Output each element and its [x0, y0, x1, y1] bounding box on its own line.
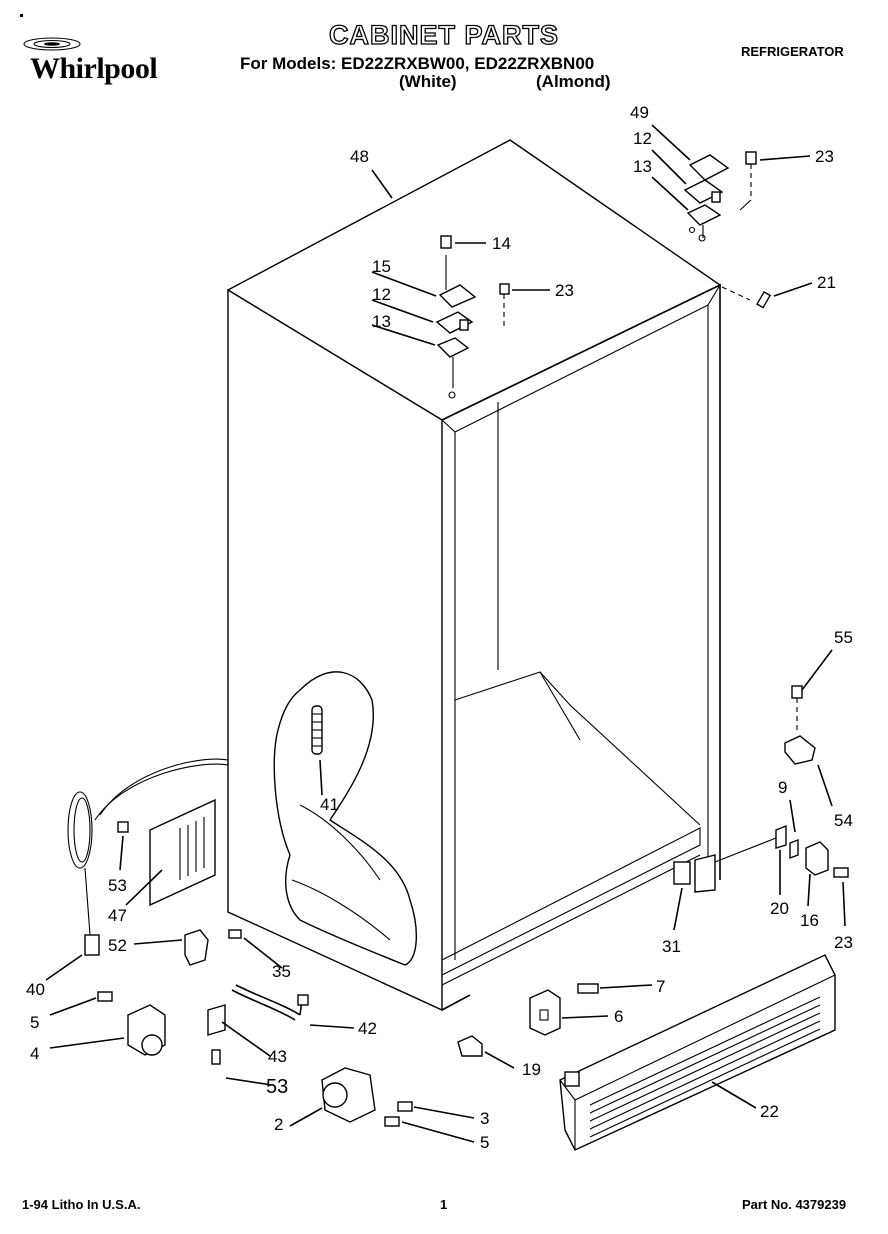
part-31-clip [673, 861, 691, 885]
callout-5-left: 5 [30, 1013, 39, 1032]
category-label: REFRIGERATOR [741, 44, 844, 59]
callout-labels: 48 49 12 13 23 14 15 12 13 23 21 55 9 54… [26, 103, 853, 1152]
callout-15: 15 [372, 257, 391, 276]
logo-swoosh [23, 37, 81, 51]
callout-6: 6 [614, 1007, 623, 1026]
part-41-spring [311, 705, 323, 755]
callout-48: 48 [350, 147, 369, 166]
callout-4: 4 [30, 1044, 39, 1063]
callout-20: 20 [770, 899, 789, 918]
part-4-roller [97, 991, 166, 1056]
footer-page-number: 1 [440, 1197, 448, 1212]
part-47-electrical-box [67, 758, 229, 956]
part-42-drain-tube [207, 984, 309, 1065]
variant-almond: (Almond) [536, 72, 611, 91]
right-lower-parts [714, 685, 849, 878]
callout-43: 43 [268, 1047, 287, 1066]
callout-13-center: 13 [372, 312, 391, 331]
callout-5-lower: 5 [480, 1133, 489, 1152]
callout-35: 35 [272, 962, 291, 981]
callout-7: 7 [656, 977, 665, 996]
leader-lines [45, 124, 846, 1143]
callout-23-top: 23 [815, 147, 834, 166]
callout-2: 2 [274, 1115, 283, 1134]
callout-12-top: 12 [633, 129, 652, 148]
variant-white: (White) [399, 72, 457, 91]
callout-22: 22 [760, 1102, 779, 1121]
callout-21: 21 [817, 273, 836, 292]
callout-53-lower: 53 [266, 1076, 288, 1098]
callout-47: 47 [108, 906, 127, 925]
callout-40: 40 [26, 980, 45, 999]
callout-9: 9 [778, 778, 787, 797]
brand-logo: Whirlpool [30, 52, 158, 85]
callout-49: 49 [630, 103, 649, 122]
top-right-hinge-assembly [683, 151, 772, 309]
callout-12-center: 12 [372, 285, 391, 304]
callout-42: 42 [358, 1019, 377, 1038]
callout-14: 14 [492, 234, 511, 253]
part-22-toe-grille [559, 954, 836, 1151]
callout-23-lower: 23 [834, 933, 853, 952]
part-2-roller-bracket [321, 1067, 413, 1127]
callout-3: 3 [480, 1109, 489, 1128]
callout-54: 54 [834, 811, 853, 830]
footer-part-number: Part No. 4379239 [742, 1197, 847, 1212]
part-52-bracket [184, 929, 242, 966]
callout-16: 16 [800, 911, 819, 930]
footer-litho: 1-94 Litho In U.S.A. [22, 1197, 141, 1212]
callout-31: 31 [662, 937, 681, 956]
callout-41: 41 [320, 795, 339, 814]
models-line: For Models: ED22ZRXBW00, ED22ZRXBN00 [240, 54, 595, 73]
callout-19: 19 [522, 1060, 541, 1079]
corner-mark [20, 14, 23, 17]
part-19-clip [457, 1035, 483, 1057]
part-6-bracket [529, 983, 599, 1036]
callout-53-upper: 53 [108, 876, 127, 895]
cabinet-shell [226, 139, 722, 1012]
page-title: CABINET PARTS [328, 19, 559, 50]
callout-13-top: 13 [633, 157, 652, 176]
center-hinge-assembly [435, 235, 510, 399]
callout-55: 55 [834, 628, 853, 647]
callout-52: 52 [108, 936, 127, 955]
callout-23-center: 23 [555, 281, 574, 300]
